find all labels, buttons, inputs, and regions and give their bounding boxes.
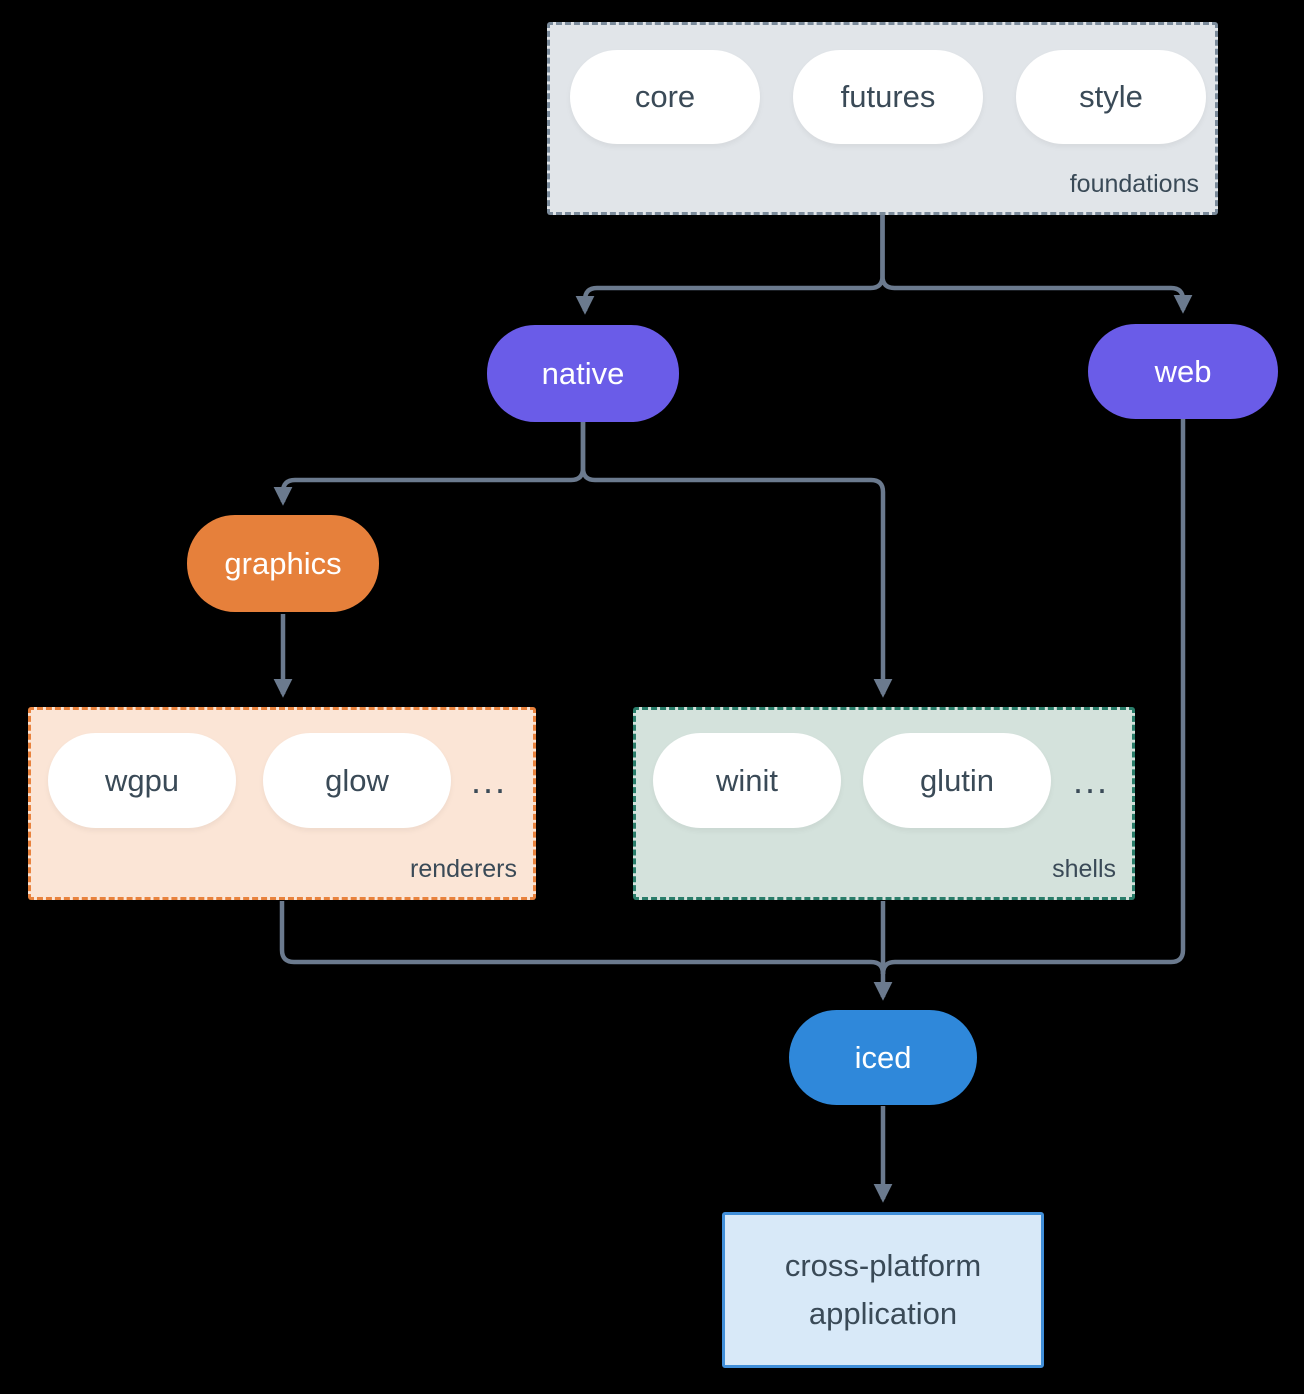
group-label-shells: shells xyxy=(1052,855,1116,883)
edge-foundations-to-native xyxy=(575,215,885,315)
node-futures: futures xyxy=(793,50,983,144)
node-winit: winit xyxy=(653,733,841,828)
group-shells: winit glutin ... shells xyxy=(633,707,1135,900)
edge-renderers-to-merge xyxy=(279,901,886,975)
group-label-foundations: foundations xyxy=(1069,170,1199,198)
group-foundations: core futures style foundations xyxy=(547,22,1218,215)
node-wgpu: wgpu xyxy=(48,733,236,828)
node-core: core xyxy=(570,50,760,144)
group-renderers: wgpu glow ... renderers xyxy=(28,707,536,900)
node-native: native xyxy=(487,325,679,422)
group-label-renderers: renderers xyxy=(410,855,517,883)
node-iced: iced xyxy=(789,1010,977,1105)
node-style: style xyxy=(1016,50,1206,144)
node-glow: glow xyxy=(263,733,451,828)
node-web: web xyxy=(1088,324,1278,419)
node-cross-platform-application: cross-platform application xyxy=(722,1212,1044,1368)
edge-native-to-graphics xyxy=(273,422,586,506)
shells-ellipsis: ... xyxy=(1072,760,1109,801)
edge-native-to-shells xyxy=(580,422,893,698)
node-graphics: graphics xyxy=(187,515,379,612)
renderers-ellipsis: ... xyxy=(470,760,507,801)
node-glutin: glutin xyxy=(863,733,1051,828)
edge-foundations-to-web xyxy=(880,215,1193,314)
